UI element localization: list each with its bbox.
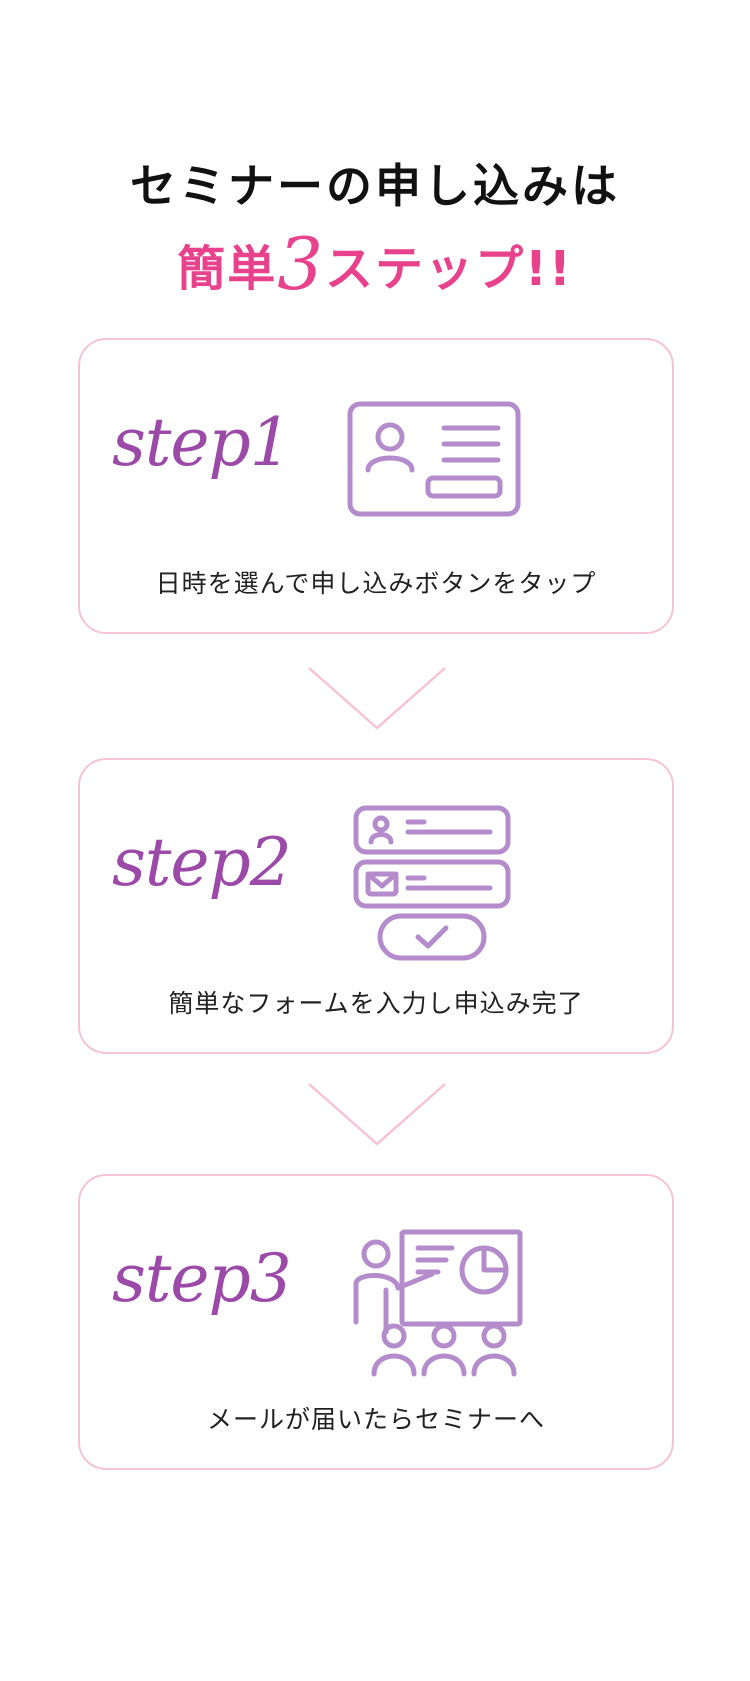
step-label: step3: [112, 1240, 292, 1317]
id-card-icon: [347, 401, 521, 517]
step-card-2: step2 簡単なフォームを入力し申込み完了: [78, 758, 674, 1054]
presentation-seminar-icon: [353, 1229, 523, 1377]
heading-subtitle-prefix: 簡単: [177, 241, 278, 297]
step-label: step2: [112, 824, 292, 901]
step-label: step1: [112, 404, 292, 481]
step-description: 日時を選んで申し込みボタンをタップ: [155, 569, 597, 598]
chevron-down-icon: [308, 1083, 446, 1146]
heading-step-count: 3: [277, 222, 326, 306]
step-card-3: step3 メールが届いたらセミナーへ: [78, 1174, 674, 1470]
heading-subtitle-suffix: ステップ!!: [325, 241, 573, 297]
chevron-down-icon: [308, 667, 446, 730]
step-card-1: step1 日時を選んで申し込みボタンをタップ: [78, 338, 674, 634]
heading-subtitle: 簡単3ステップ!!: [0, 222, 750, 306]
heading-title: セミナーの申し込みは: [130, 159, 620, 213]
form-input-icon: [353, 805, 511, 961]
step-description: 簡単なフォームを入力し申込み完了: [168, 989, 584, 1018]
step-description: メールが届いたらセミナーへ: [206, 1405, 545, 1434]
